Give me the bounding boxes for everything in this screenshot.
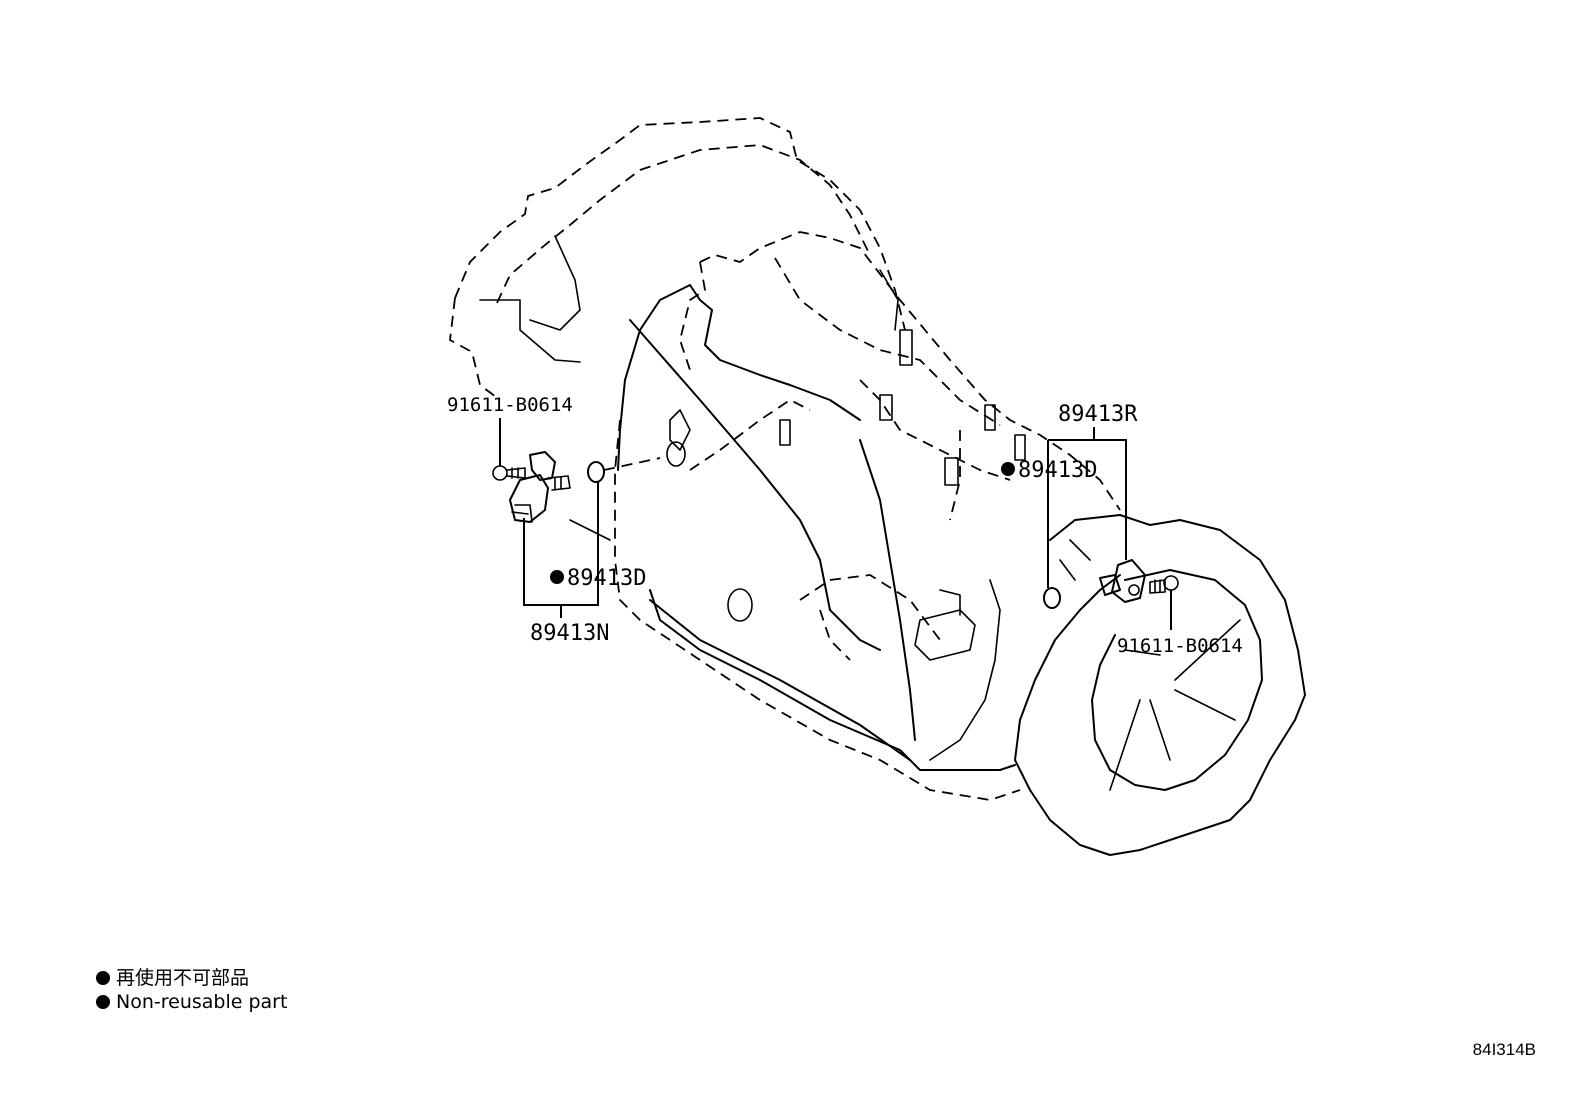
bullet-icon bbox=[96, 995, 110, 1009]
legend-text-japanese: 再使用不可部品 bbox=[116, 967, 250, 989]
transmission-case-outline bbox=[614, 231, 1121, 801]
leader-lines bbox=[499, 418, 1172, 630]
left-speed-sensor bbox=[492, 451, 661, 541]
legend-text-english: Non-reusable part bbox=[116, 991, 288, 1013]
legend-row-japanese: 再使用不可部品 bbox=[96, 966, 287, 990]
callout-sensor-right: 89413R bbox=[1058, 402, 1138, 427]
callout-bolt-left: 91611-B0614 bbox=[447, 394, 573, 416]
left-gasket-ring bbox=[587, 461, 605, 483]
right-speed-sensor bbox=[1043, 559, 1179, 609]
non-reusable-bullet-right bbox=[1001, 462, 1015, 476]
right-gasket-ring bbox=[1043, 587, 1061, 609]
callout-bolt-right: 91611-B0614 bbox=[1117, 635, 1243, 657]
legend-row-english: Non-reusable part bbox=[96, 990, 287, 1014]
bullet-icon bbox=[96, 971, 110, 985]
non-reusable-bullet-left bbox=[550, 570, 564, 584]
legend: 再使用不可部品 Non-reusable part bbox=[96, 966, 287, 1014]
right-bolt bbox=[1149, 575, 1179, 594]
transmission-case-body bbox=[617, 284, 1026, 771]
extension-housing bbox=[1014, 514, 1306, 856]
callout-gasket-left: 89413D bbox=[567, 566, 646, 591]
left-bolt bbox=[492, 465, 526, 481]
diagram-code: 84I314B bbox=[1472, 1040, 1536, 1059]
callout-gasket-right: 89413D bbox=[1018, 458, 1097, 483]
bell-housing-outline bbox=[449, 117, 906, 401]
callout-sensor-left: 89413N bbox=[530, 621, 609, 646]
